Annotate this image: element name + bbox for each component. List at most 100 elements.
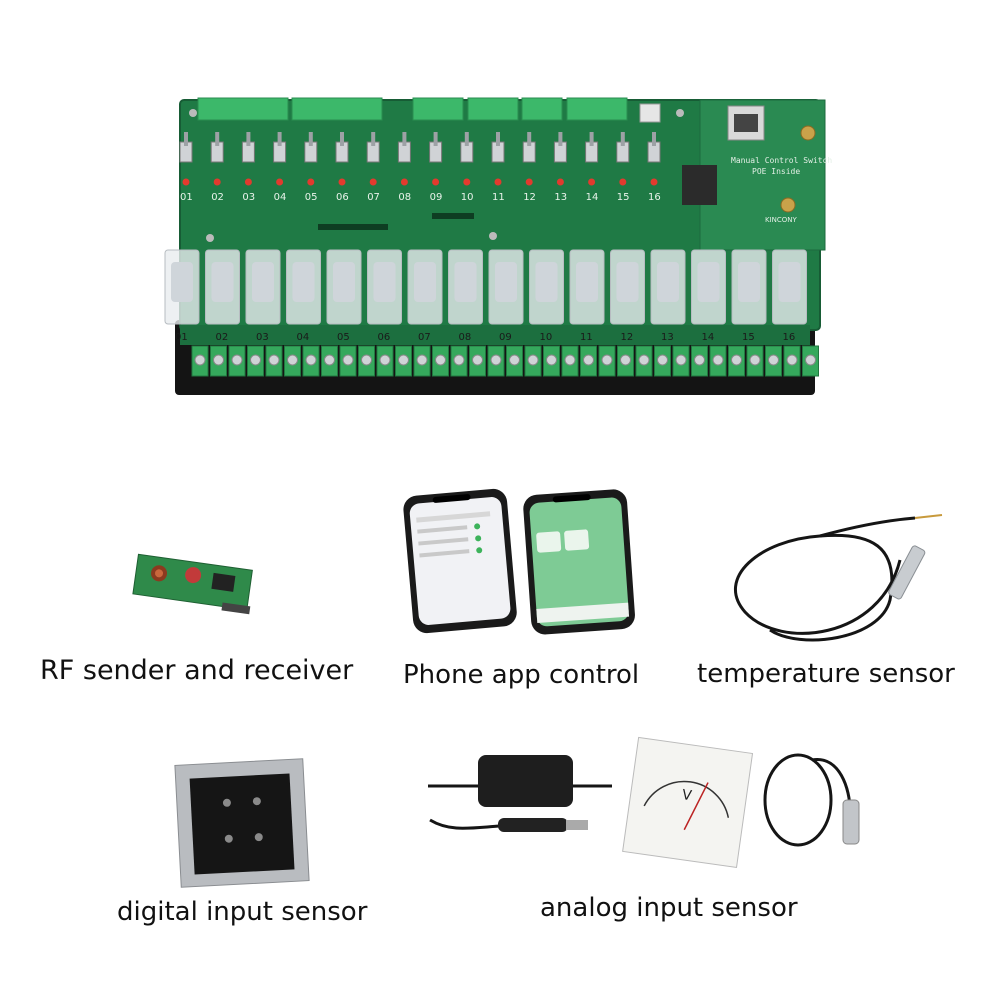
channel-label: 06 [336,192,349,203]
terminal-screw [546,354,557,366]
status-led [619,178,627,186]
terminal-screw [250,354,261,366]
phone-right-image [523,489,635,635]
relay-channel-label: 04 [297,332,310,343]
toggle-lever [589,132,594,146]
module-label-1: Manual Control Switch [731,156,832,165]
channel-label: 11 [492,192,505,203]
relay-channel-label: 16 [783,332,796,343]
channel-label: 04 [274,192,287,203]
caption-temperature: temperature sensor [697,659,955,689]
relay-coil [292,262,315,302]
channel-label: 12 [523,192,536,203]
terminal-screw [527,354,539,366]
status-led [432,178,440,186]
relay-coil [576,262,598,302]
relay-coil [778,262,801,302]
channel-label: 16 [648,192,661,203]
toggle-lever [402,132,407,146]
relay-coil [657,262,679,302]
pressure-sensor-image [763,753,860,847]
status-led [556,178,564,186]
status-led [213,178,221,186]
channel-label: 10 [461,192,474,203]
status-led [338,178,346,186]
caption-analog: analog input sensor [540,893,798,923]
screw-terminal-row [191,345,819,377]
terminal-screw [398,354,409,366]
relay-coil [495,262,517,302]
relay-coil [252,262,274,302]
relay-channel-label: 02 [216,332,229,343]
terminal-screw [712,354,724,366]
terminal-screw [287,354,298,366]
relay-coil [535,262,558,302]
status-led [276,178,284,186]
terminal-screw [361,354,372,366]
terminal-screw [324,354,335,366]
terminal-screw [416,354,428,366]
relay-channel-label: 14 [702,332,715,343]
relay-coil [211,262,234,302]
relay-channel-label: 12 [621,332,634,343]
status-led [307,178,315,186]
terminal-screw [805,354,816,366]
status-led [525,178,533,186]
terminal-screw [231,354,243,366]
toggle-lever [277,132,282,146]
status-led [588,178,596,186]
rf-module-image [132,553,253,615]
terminal-screw [620,354,631,366]
terminal-screw [768,354,779,366]
relay-channel-label: 15 [742,332,755,343]
relay-coil [738,262,760,302]
status-led [369,178,377,186]
channel-label: 13 [554,192,567,203]
terminal-screw [342,354,354,366]
channel-label: 05 [305,192,318,203]
terminal-screw [583,354,594,366]
relay-channel-label: 07 [418,332,431,343]
relay-channel-label: 13 [661,332,674,343]
channel-label: 15 [617,192,630,203]
toggle-lever [184,132,188,146]
relay-channel-label: 08 [459,332,472,343]
status-led [244,178,252,186]
toggle-lever [527,132,532,146]
brand-label: KINCONY [765,216,798,224]
relay-coil [171,262,193,302]
channel-label: 07 [367,192,380,203]
analog-sensor-box-image [428,755,612,832]
channel-label: 08 [398,192,411,203]
channel-label: 14 [586,192,599,203]
channel-label: 02 [211,192,224,203]
status-led [650,178,658,186]
relay-coil [333,262,355,302]
terminal-screw [194,354,206,366]
status-led [463,178,471,186]
toggle-lever [496,132,500,146]
terminal-screw [268,354,280,366]
digital-input-sensor-image [174,758,310,888]
relay-channel-label: 09 [499,332,512,343]
voltmeter-image: V [622,736,754,868]
relay-coil [697,262,720,302]
toggle-lever [433,132,438,146]
terminal-screw [749,354,761,366]
toggle-lever [620,132,625,146]
temperature-sensor-image [733,514,943,642]
caption-digital: digital input sensor [117,897,368,927]
relay-coil [616,262,639,302]
toggle-lever [652,132,656,146]
toggle-lever [246,132,251,146]
caption-phone: Phone app control [403,660,640,690]
terminal-screw [601,354,613,366]
toggle-lever [215,132,220,146]
relay-board: Manual Control Switch POE Inside KINCONY… [164,97,832,395]
terminal-screw [675,354,687,366]
relay-channel-label: 03 [256,332,269,343]
terminal-screw [490,354,502,366]
phone-left-image [403,488,517,634]
